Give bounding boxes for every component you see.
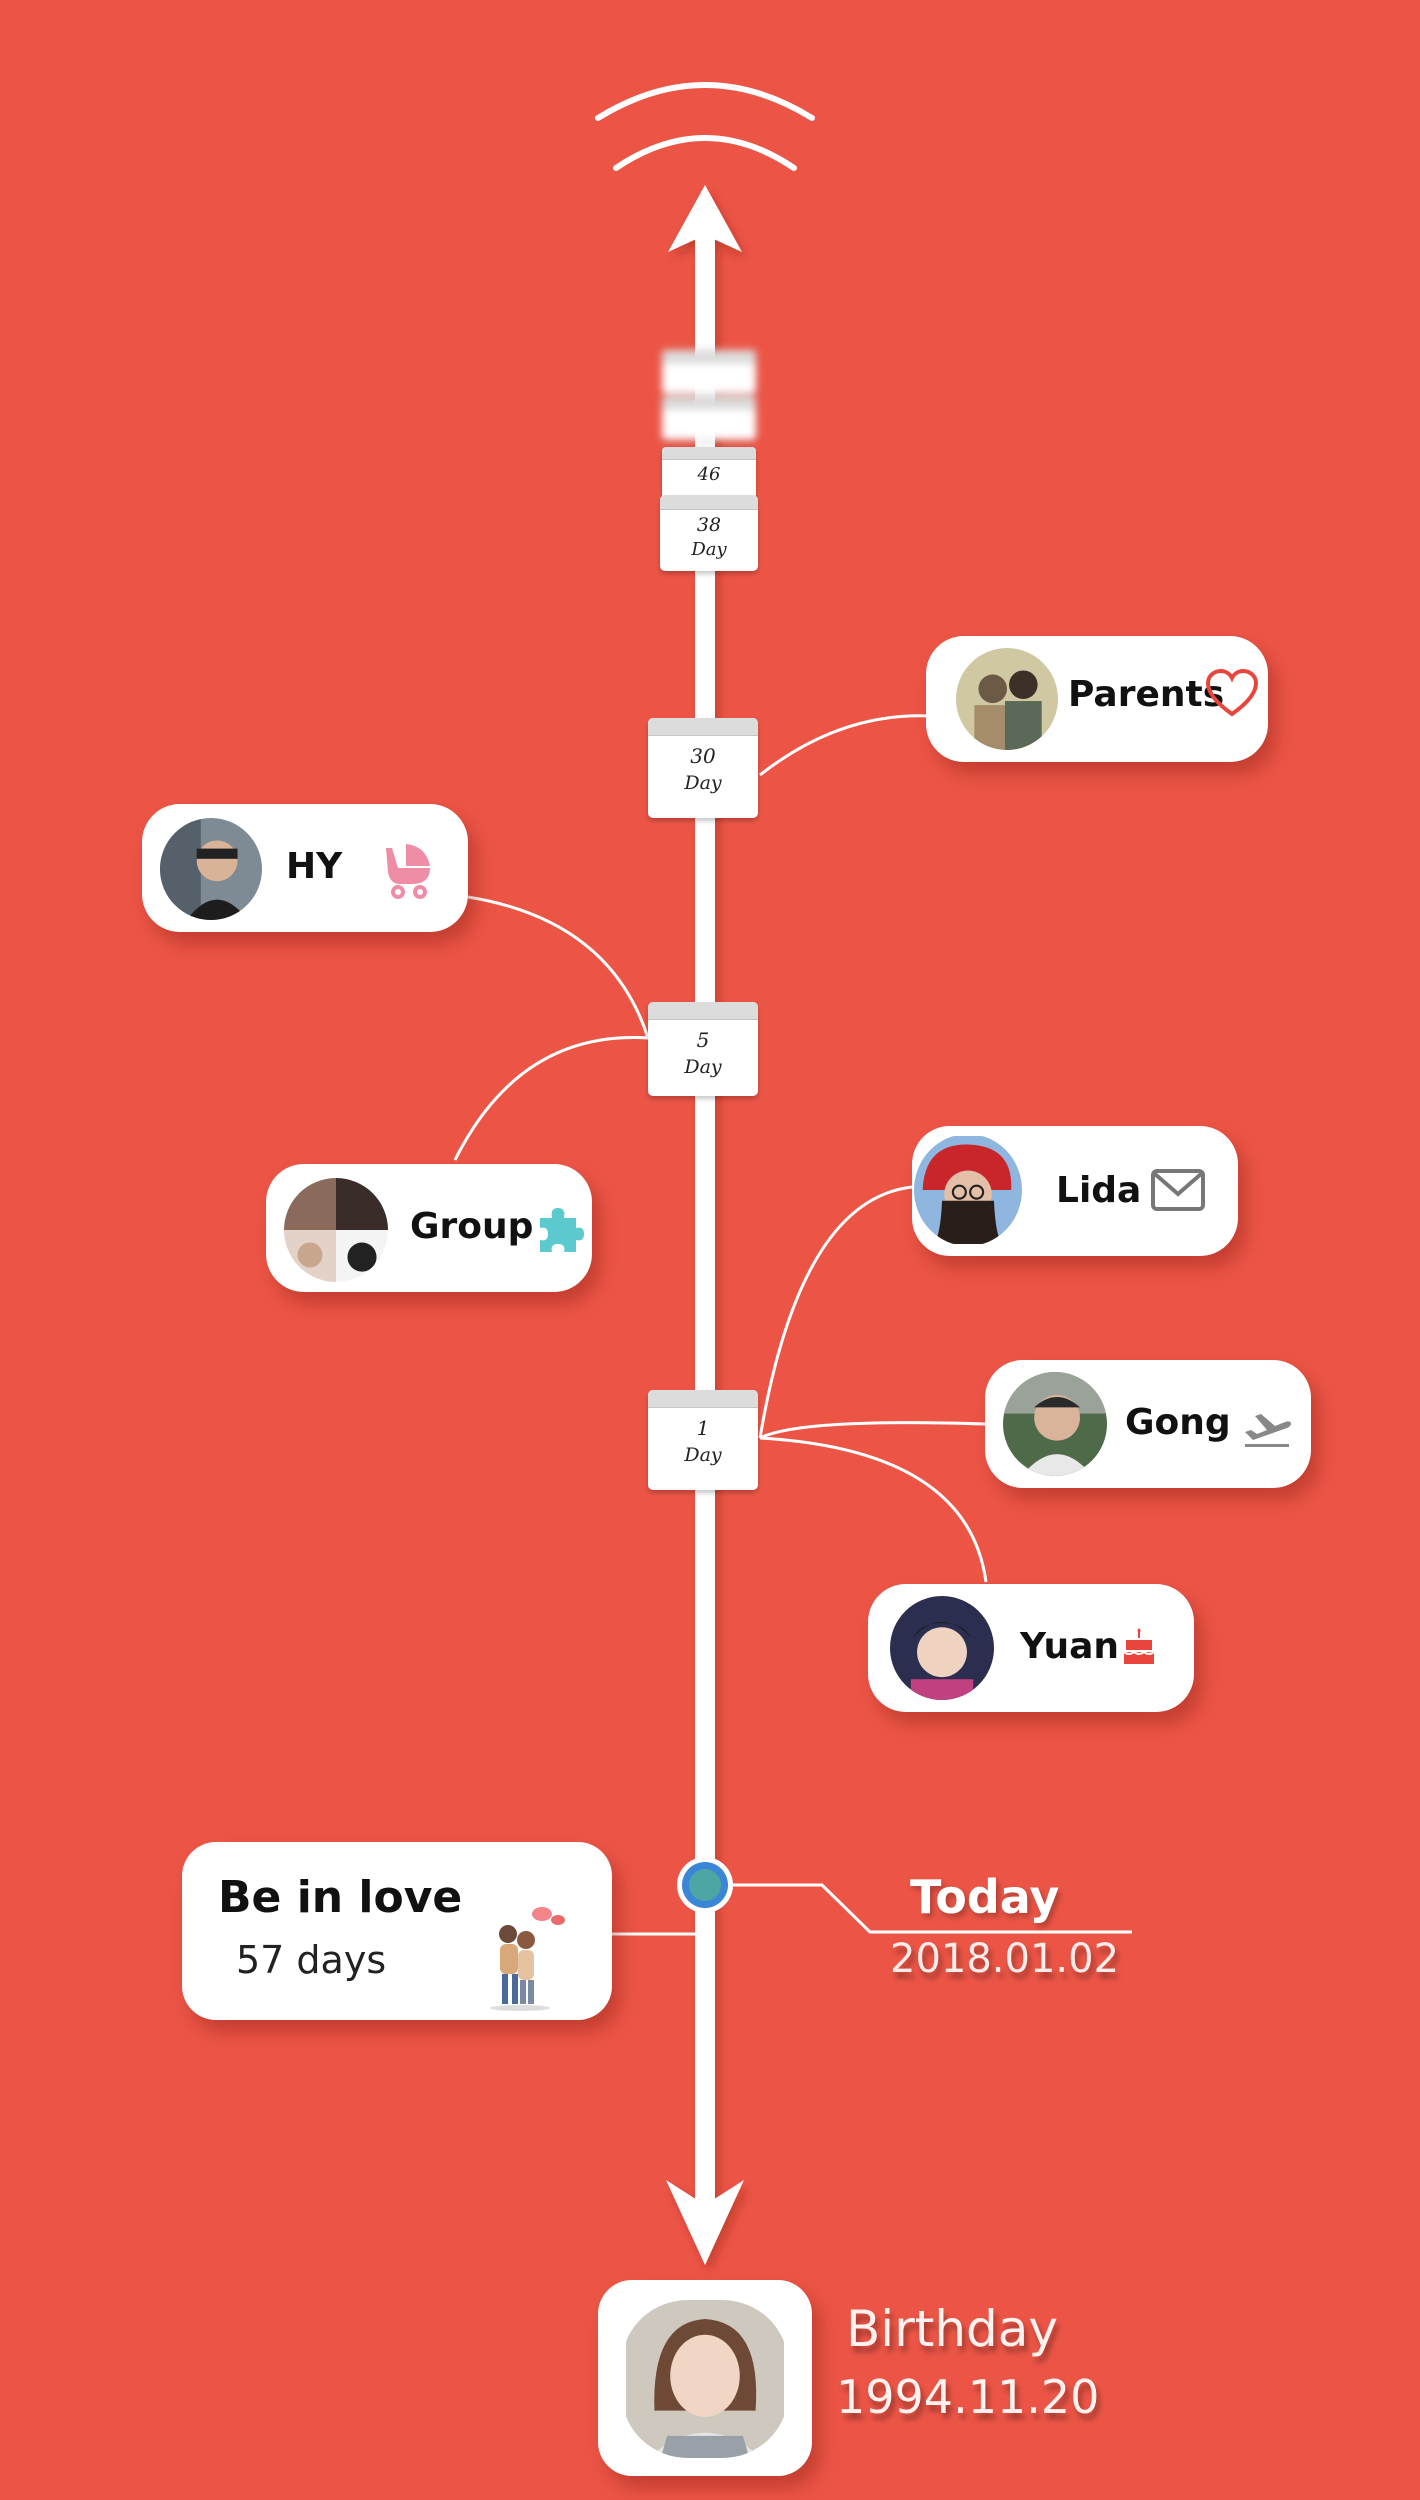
- love-title: Be in love: [218, 1872, 463, 1923]
- calendar-marker-38[interactable]: 38 Day: [660, 495, 758, 571]
- calendar-marker-46[interactable]: 46: [662, 447, 756, 499]
- today-dot[interactable]: [677, 1857, 733, 1913]
- connector-parents: [759, 714, 931, 777]
- puzzle-piece-icon: [534, 1204, 586, 1254]
- marker-number: 5: [696, 1028, 710, 1052]
- marker-number: 46: [697, 464, 721, 485]
- contact-card-group[interactable]: Group: [266, 1164, 592, 1292]
- connector-group: [453, 1036, 649, 1161]
- contact-name: Lida: [1056, 1170, 1142, 1211]
- arrow-down-icon: [666, 2180, 744, 2265]
- connector-lida: [758, 1185, 913, 1439]
- today-date: 2018.01.02: [890, 1936, 1120, 1982]
- contact-name: Gong: [1125, 1402, 1231, 1443]
- marker-unit: Day: [684, 1056, 722, 1078]
- calendar-marker-30[interactable]: 30 Day: [648, 718, 758, 818]
- avatar: [622, 2300, 788, 2458]
- arrow-up-icon: [668, 185, 742, 252]
- love-days: 57 days: [236, 1938, 387, 1982]
- avatar: [160, 818, 262, 920]
- marker-unit: Day: [684, 1444, 722, 1466]
- birthday-date: 1994.11.20: [836, 2370, 1100, 2424]
- avatar: [284, 1178, 388, 1282]
- contact-card-lida[interactable]: Lida: [912, 1126, 1238, 1256]
- baby-stroller-icon: [372, 838, 438, 900]
- birthday-cake-icon: [1122, 1628, 1156, 1668]
- connector-gong: [759, 1421, 986, 1440]
- calendar-marker-5[interactable]: 5 Day: [648, 1002, 758, 1096]
- calendar-marker-1[interactable]: 1 Day: [648, 1390, 758, 1490]
- contact-card-parents[interactable]: Parents: [926, 636, 1268, 762]
- airplane-takeoff-icon: [1241, 1406, 1293, 1448]
- connector-yuan: [759, 1436, 988, 1583]
- avatar: [890, 1596, 994, 1700]
- avatar: [914, 1134, 1022, 1246]
- calendar-stack-blurred: [662, 350, 756, 450]
- signal-waves-icon: [595, 82, 815, 171]
- marker-unit: Day: [684, 772, 722, 794]
- contact-card-yuan[interactable]: Yuan: [868, 1584, 1194, 1712]
- birthday-label: Birthday: [846, 2300, 1059, 2358]
- marker-unit: Day: [691, 539, 727, 560]
- couple-illustration-icon: [472, 1900, 582, 2012]
- love-card[interactable]: Be in love 57 days: [182, 1842, 612, 2020]
- contact-card-gong[interactable]: Gong: [985, 1360, 1311, 1488]
- marker-number: 30: [690, 744, 716, 768]
- marker-number: 38: [696, 514, 722, 536]
- birthday-avatar-card[interactable]: [598, 2280, 812, 2476]
- envelope-icon: [1150, 1168, 1206, 1212]
- avatar: [1003, 1372, 1107, 1476]
- heart-outline-icon: [1204, 668, 1260, 720]
- today-label: Today: [910, 1870, 1060, 1924]
- marker-number: 1: [696, 1416, 710, 1440]
- contact-name: Parents: [1068, 674, 1225, 715]
- avatar: [956, 648, 1058, 750]
- contact-name: Group: [410, 1206, 534, 1247]
- connector-today: [730, 1883, 1132, 1934]
- contact-name: Yuan: [1020, 1626, 1119, 1667]
- contact-card-hy[interactable]: HY: [142, 804, 468, 932]
- connector-hy: [467, 895, 650, 1039]
- contact-name: HY: [286, 846, 343, 887]
